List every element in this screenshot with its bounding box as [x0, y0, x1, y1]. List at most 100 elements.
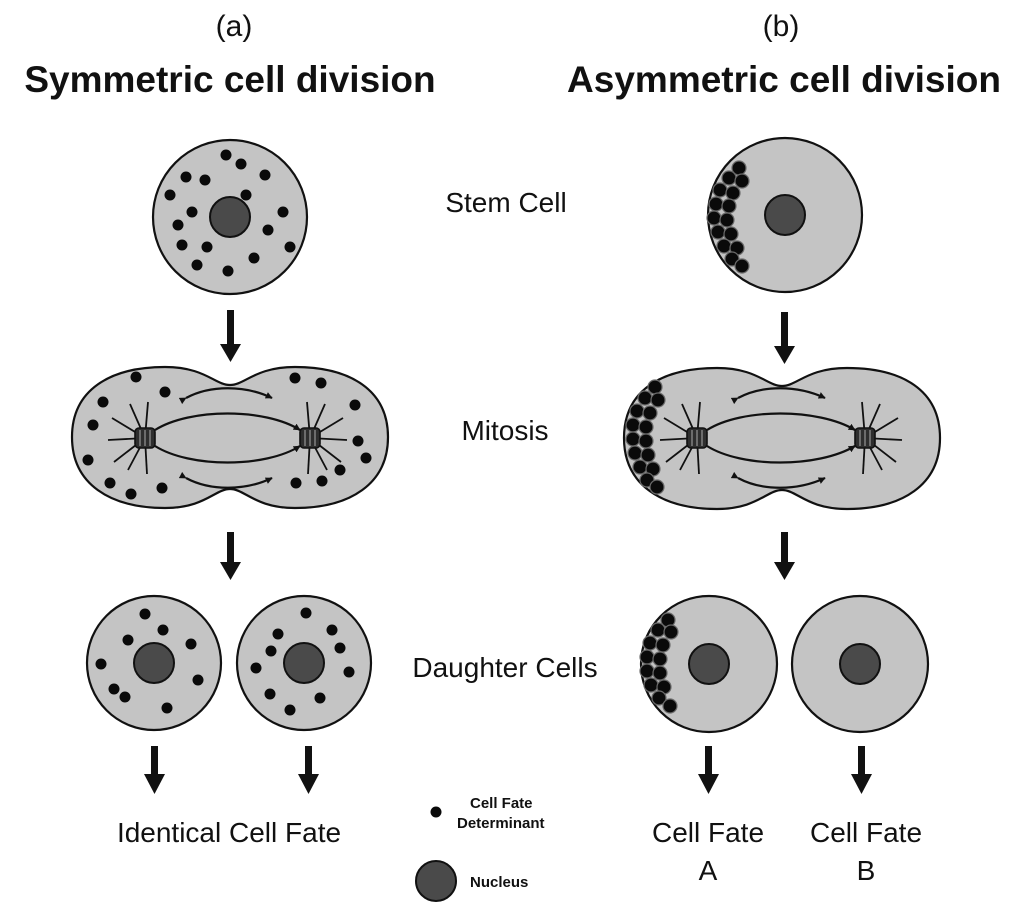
determinant-dot [734, 173, 750, 189]
identical-cell-fate-label: Identical Cell Fate [117, 817, 341, 848]
determinant-dot [710, 224, 726, 240]
determinant-dot [650, 622, 666, 638]
panel-b-title: Asymmetric cell division [567, 59, 1001, 100]
nucleus [283, 642, 325, 684]
determinant-scatter [95, 608, 204, 714]
determinant-dot [706, 210, 722, 226]
determinant-dot [265, 645, 277, 657]
centrosome [299, 427, 321, 449]
spindle-fibers [147, 387, 301, 489]
arrow-down-icon [774, 532, 795, 580]
determinant-dot [625, 431, 641, 447]
determinant-dot [159, 386, 171, 398]
determinant-dot [638, 419, 654, 435]
determinant-dot [95, 658, 107, 670]
determinant-dot [235, 158, 247, 170]
symmetric-daughter-cell-left [85, 594, 223, 732]
determinant-dot [139, 608, 151, 620]
determinant-dot [625, 417, 641, 433]
determinant-dot [289, 372, 301, 384]
legend-determinant-swatch [430, 806, 442, 818]
determinant-dot [637, 390, 653, 406]
determinant-scatter [82, 371, 372, 500]
determinant-dot [643, 677, 659, 693]
symmetric-stem-cell [151, 138, 309, 296]
determinant-dot [185, 638, 197, 650]
determinant-dot [652, 665, 668, 681]
determinant-dot [662, 698, 678, 714]
determinant-dot [627, 445, 643, 461]
determinant-dot [259, 169, 271, 181]
determinant-dot [186, 206, 198, 218]
determinant-dot [647, 379, 663, 395]
legend-nucleus-label: Nucleus [470, 874, 528, 891]
determinant-dot [639, 649, 655, 665]
nucleus [133, 642, 175, 684]
determinant-dot [723, 226, 739, 242]
determinant-crescent [639, 612, 679, 714]
determinant-dot [119, 691, 131, 703]
nucleus [764, 194, 806, 236]
determinant-dot [640, 447, 656, 463]
determinant-dot [250, 662, 262, 674]
cell-fate-a-label-line2: A [699, 855, 718, 886]
determinant-scatter [164, 149, 296, 277]
determinant-dot [650, 392, 666, 408]
determinant-dot [248, 252, 260, 264]
determinant-dot [651, 690, 667, 706]
legend: Cell Fate Determinant Nucleus [415, 795, 545, 902]
determinant-dot [284, 704, 296, 716]
determinant-dot [352, 435, 364, 447]
nucleus [839, 643, 881, 685]
determinant-dot [725, 185, 741, 201]
arrow-down-icon [851, 746, 872, 794]
determinant-dot [277, 206, 289, 218]
determinant-dot [663, 624, 679, 640]
arrow-down-icon [220, 310, 241, 362]
determinant-dot [655, 637, 671, 653]
panel-a-title: Symmetric cell division [24, 59, 435, 100]
determinant-dot [201, 241, 213, 253]
determinant-dot [316, 475, 328, 487]
centrosome [686, 427, 708, 449]
determinant-dot [638, 433, 654, 449]
legend-determinant-label-line1: Cell Fate [470, 795, 533, 812]
determinant-dot [334, 464, 346, 476]
determinant-dot [172, 219, 184, 231]
symmetric-daughter-cell-right [235, 594, 373, 732]
arrow-down-icon [220, 532, 241, 580]
determinant-dot [104, 477, 116, 489]
determinant-dot [642, 635, 658, 651]
determinant-dot [290, 477, 302, 489]
determinant-dot [300, 607, 312, 619]
determinant-dot [87, 419, 99, 431]
determinant-dot [629, 403, 645, 419]
determinant-dot [191, 259, 203, 271]
determinant-dot [719, 212, 735, 228]
determinant-dot [708, 196, 724, 212]
determinant-dot [272, 628, 284, 640]
determinant-dot [639, 663, 655, 679]
dividing-cell-membrane [622, 366, 942, 511]
determinant-dot [240, 189, 252, 201]
determinant-dot [164, 189, 176, 201]
determinant-dot [721, 198, 737, 214]
arrow-down-icon [144, 746, 165, 794]
determinant-dot [122, 634, 134, 646]
asymmetric-daughter-cell-fate-a [639, 594, 779, 734]
determinant-dot [264, 688, 276, 700]
determinant-dot [315, 377, 327, 389]
determinant-crescent [706, 160, 750, 274]
arrow-down-icon [698, 746, 719, 794]
determinant-dot [334, 642, 346, 654]
determinant-dot [199, 174, 211, 186]
asymmetric-mitosis-cell [622, 366, 942, 511]
panel-b-letter: (b) [763, 10, 800, 43]
arrow-down-icon [774, 312, 795, 364]
asymmetric-stem-cell [706, 136, 864, 294]
determinant-dot [180, 171, 192, 183]
determinant-dot [343, 666, 355, 678]
determinant-scatter [250, 607, 355, 716]
nucleus [209, 196, 251, 238]
